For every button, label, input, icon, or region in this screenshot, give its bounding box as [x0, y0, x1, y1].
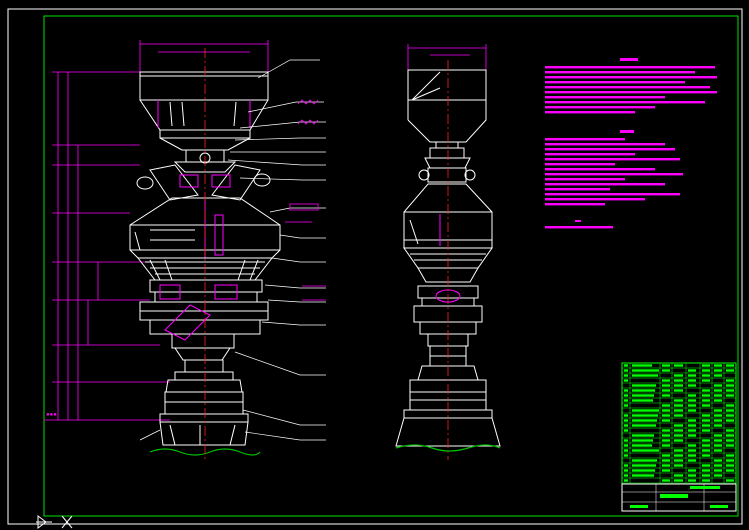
drive-assemblies [136, 164, 271, 201]
feed-hopper [139, 71, 269, 139]
sheet-outer-border [7, 8, 743, 525]
right-hopper [407, 69, 487, 149]
discharge-section [139, 279, 269, 361]
right-top-dimensions [407, 44, 487, 72]
drive-motor-base [159, 359, 249, 446]
right-ground-line [395, 444, 501, 452]
left-ground-line [149, 448, 261, 456]
svg-text:▪▪▪: ▪▪▪ [46, 411, 57, 418]
right-side-view [395, 44, 501, 460]
right-neck [418, 147, 476, 183]
left-callout-tags [285, 99, 326, 301]
left-dimension-chain: ▪▪▪ [44, 71, 170, 421]
top-dimensions [139, 40, 269, 75]
title-block [621, 483, 737, 512]
ucs-axis-icon [36, 515, 73, 529]
technical-notes [545, 58, 717, 229]
left-elevation-view: ▪▪▪ [44, 40, 326, 460]
parts-list-table [621, 362, 737, 512]
drawing-frame [43, 15, 739, 517]
